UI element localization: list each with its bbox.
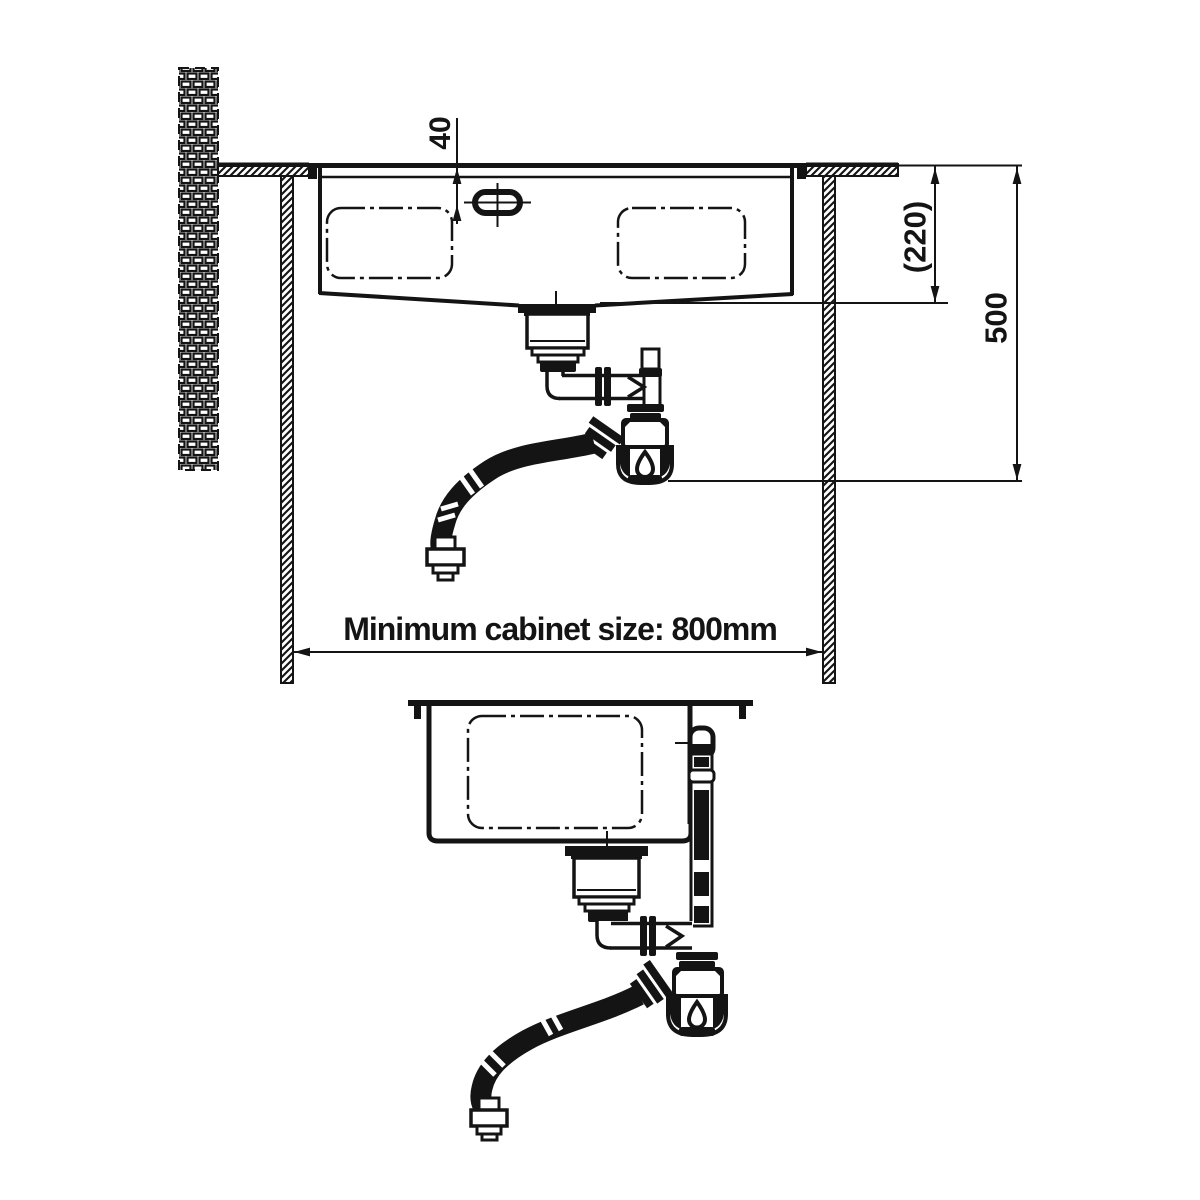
worktop-left: [217, 162, 310, 177]
trap-body: [621, 418, 669, 449]
front-view-waste-kit: [425, 304, 674, 582]
bowl-hidden-outline: [466, 714, 644, 830]
dim-label-install-height: 500: [978, 292, 1014, 344]
dimension-bowl-depth-220: [600, 164, 1022, 304]
strainer-flange: [565, 846, 648, 856]
sink-clip-front: [414, 706, 421, 719]
bowl-hidden-outline-right: [616, 206, 747, 280]
sink-clip-left: [308, 163, 317, 179]
sink-clip-right: [797, 163, 806, 179]
tap-hole: [464, 183, 531, 227]
trap-drain-hole: [634, 448, 656, 479]
strainer-nut: [540, 361, 576, 372]
side-view-waste-kit: [469, 725, 728, 1142]
pipe-joint-chevron: [665, 924, 686, 949]
dim-label-tap-hole-offset: 40: [424, 116, 457, 150]
worktop-right: [805, 162, 899, 177]
strainer-cup: [572, 856, 641, 899]
cabinet-panel-left: [280, 175, 294, 684]
bowl-hidden-outline-left: [325, 206, 454, 280]
pipe-nut-ring: [640, 916, 647, 956]
overflow-stub: [640, 347, 661, 371]
flexible-hose: [470, 985, 644, 1111]
sink-clip-back: [739, 706, 746, 719]
dimension-tap-hole-40: [452, 118, 462, 224]
pipe-joint-chevron: [627, 375, 648, 399]
front-view-sink: [308, 163, 806, 319]
hose-end-fitting: [425, 535, 466, 582]
cabinet-panel-right: [822, 175, 836, 684]
cabinet-size-note: Minimum cabinet size: 800mm: [343, 611, 778, 647]
hose-end-fitting: [469, 1096, 509, 1142]
flexible-hose: [430, 432, 597, 549]
strainer-nut: [588, 911, 628, 922]
strainer-cup: [525, 312, 590, 350]
dim-label-bowl-depth: (220): [897, 200, 933, 274]
dimension-cabinet-width-800: [294, 647, 822, 657]
trap-drain-hole: [686, 998, 708, 1030]
hose-corrugation-stripes: [479, 1010, 564, 1077]
strainer-flange: [518, 304, 596, 313]
hose-coupling: [629, 959, 674, 1009]
trap-body: [672, 967, 724, 998]
dimension-height-500: [668, 166, 1022, 482]
wall-section: [178, 67, 219, 471]
pipe-nut-ring: [595, 367, 602, 406]
hose-corrugation-stripes: [437, 468, 485, 523]
